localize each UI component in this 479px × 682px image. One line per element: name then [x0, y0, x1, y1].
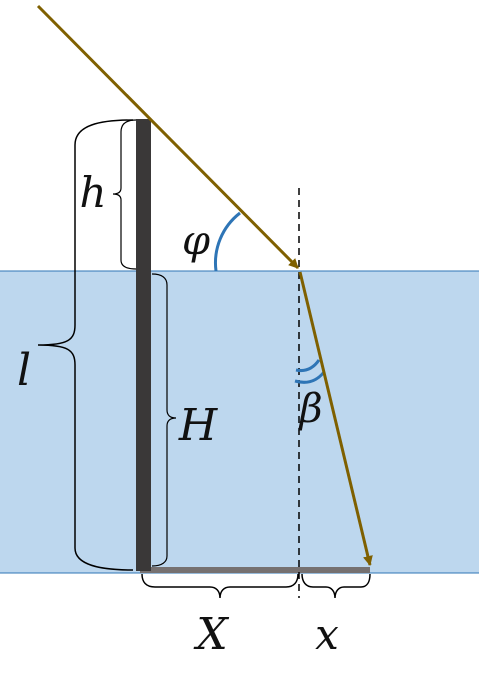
brace-h	[112, 119, 137, 270]
label-l: l	[17, 345, 31, 396]
label-X: X	[193, 609, 229, 660]
angle-arc-beta-outer	[294, 371, 326, 384]
angle-arc-phi	[213, 211, 241, 272]
incident-ray	[36, 4, 300, 270]
label-h: h	[79, 168, 106, 217]
angle-arc-beta-inner	[295, 359, 321, 372]
refracted-ray	[298, 271, 373, 566]
brace-H	[151, 273, 177, 567]
brace-X	[141, 573, 299, 599]
water-region	[0, 271, 479, 573]
label-H: H	[178, 400, 219, 451]
label-phi: φ	[182, 218, 210, 264]
brace-l	[37, 119, 134, 571]
label-beta: β	[297, 386, 322, 432]
label-x: x	[315, 610, 339, 659]
pole	[136, 119, 151, 571]
brace-x	[301, 573, 371, 599]
